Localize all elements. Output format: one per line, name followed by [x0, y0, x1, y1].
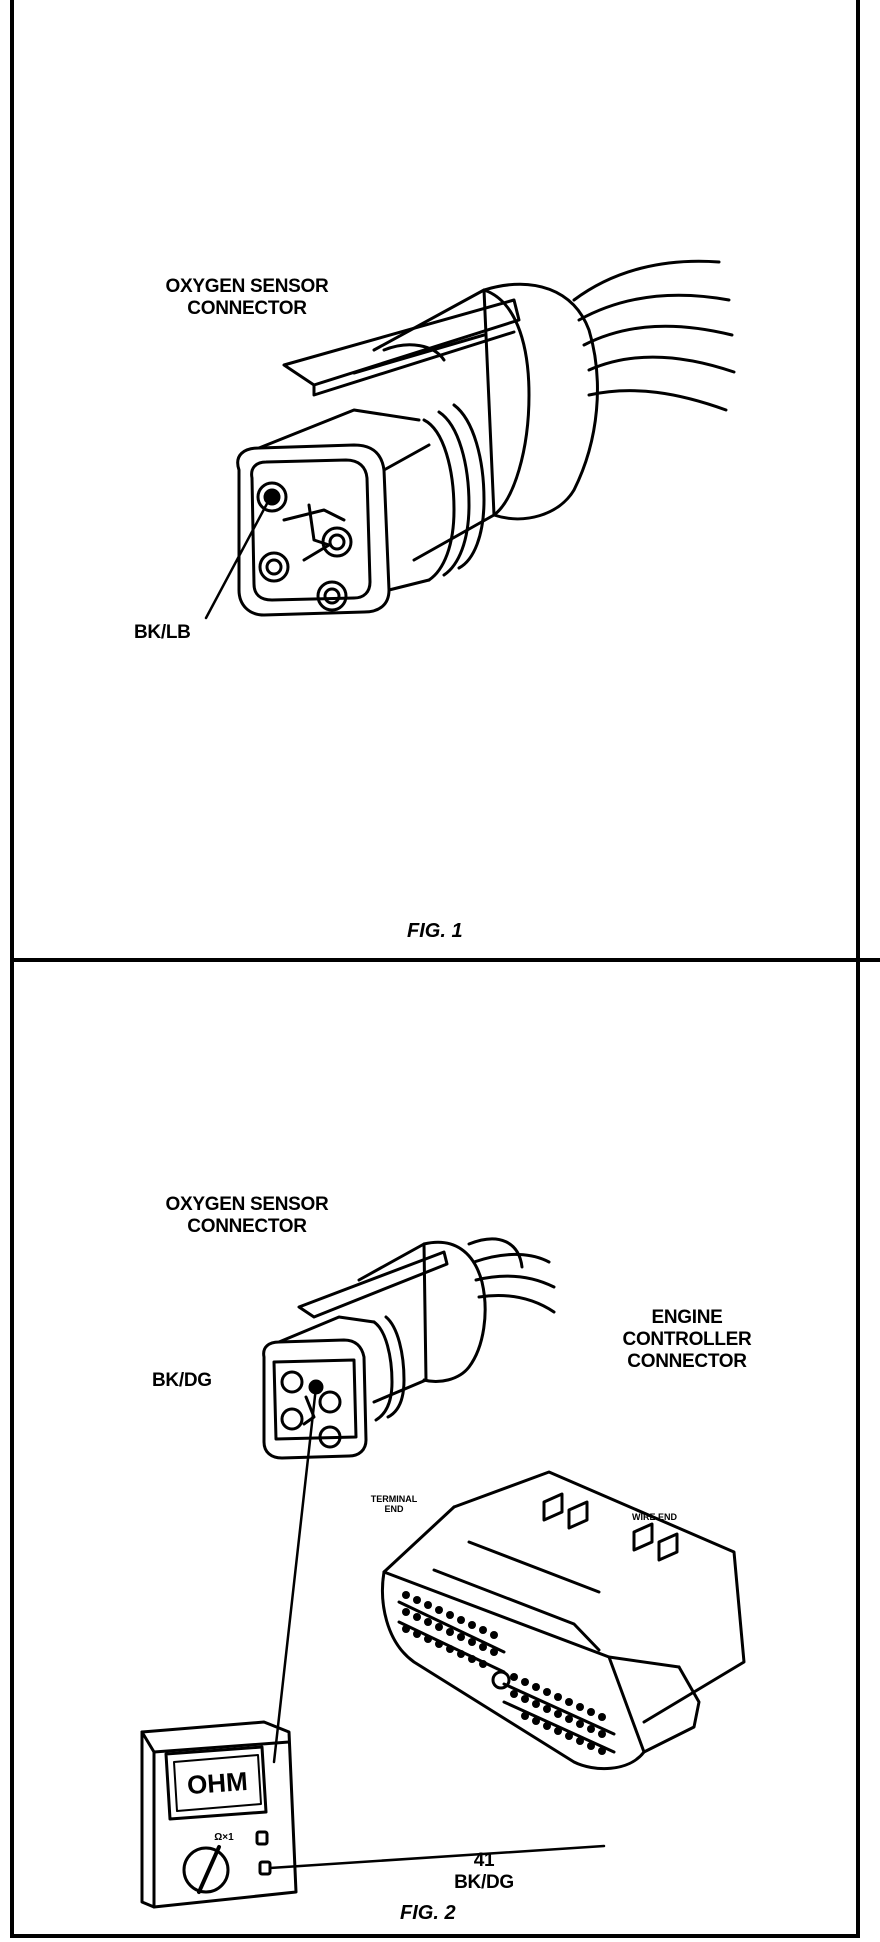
- meter-range-label: Ω×1: [214, 1832, 234, 1843]
- connector-label-line1: OXYGEN SENSOR: [165, 276, 329, 297]
- o2-label-line2: CONNECTOR: [187, 1216, 307, 1237]
- terminal-label-line1: TERMINAL: [370, 1494, 418, 1504]
- ecm-label-line3: CONNECTOR: [627, 1351, 747, 1372]
- pin-wire-color: BK/DG: [454, 1872, 514, 1893]
- connector-label-line2: CONNECTOR: [187, 298, 307, 319]
- figure-1-panel: OXYGEN SENSOR CONNECTOR BK/LB FIG. 1: [14, 0, 856, 958]
- pin-number-label: 41 BK/DG: [434, 1850, 534, 1894]
- wire-color-label: BK/LB: [134, 622, 191, 643]
- terminal-end-label: TERMINAL END: [366, 1494, 422, 1514]
- oxygen-sensor-connector-illustration: [204, 259, 736, 620]
- ecm-label-line2: CONTROLLER: [622, 1329, 752, 1350]
- oxygen-sensor-connector-label-2: OXYGEN SENSOR CONNECTOR: [132, 1194, 362, 1238]
- meter-display-text: OHM: [186, 1766, 249, 1800]
- figure-2-caption: FIG. 2: [400, 1902, 456, 1924]
- wire-end-label: WIRE END: [632, 1512, 677, 1522]
- terminal-label-line2: END: [384, 1504, 404, 1514]
- ohmmeter-test-illustration: OHM Ω×1: [140, 1237, 746, 1909]
- ecm-label-line1: ENGINE: [651, 1307, 723, 1328]
- oxygen-sensor-connector-label: OXYGEN SENSOR CONNECTOR: [132, 276, 362, 320]
- page-frame: [10, 0, 860, 1938]
- figure-divider: [10, 958, 880, 962]
- o2-wire-color-label: BK/DG: [152, 1370, 212, 1391]
- engine-controller-connector-label: ENGINE CONTROLLER CONNECTOR: [602, 1307, 772, 1373]
- figure-2-panel: OHM Ω×1 OXYGEN SENSOR CONNECTOR BK/DG EN…: [14, 962, 856, 1938]
- pin-number: 41: [473, 1850, 495, 1871]
- o2-label-line1: OXYGEN SENSOR: [165, 1194, 329, 1215]
- figure-1-caption: FIG. 1: [407, 920, 463, 942]
